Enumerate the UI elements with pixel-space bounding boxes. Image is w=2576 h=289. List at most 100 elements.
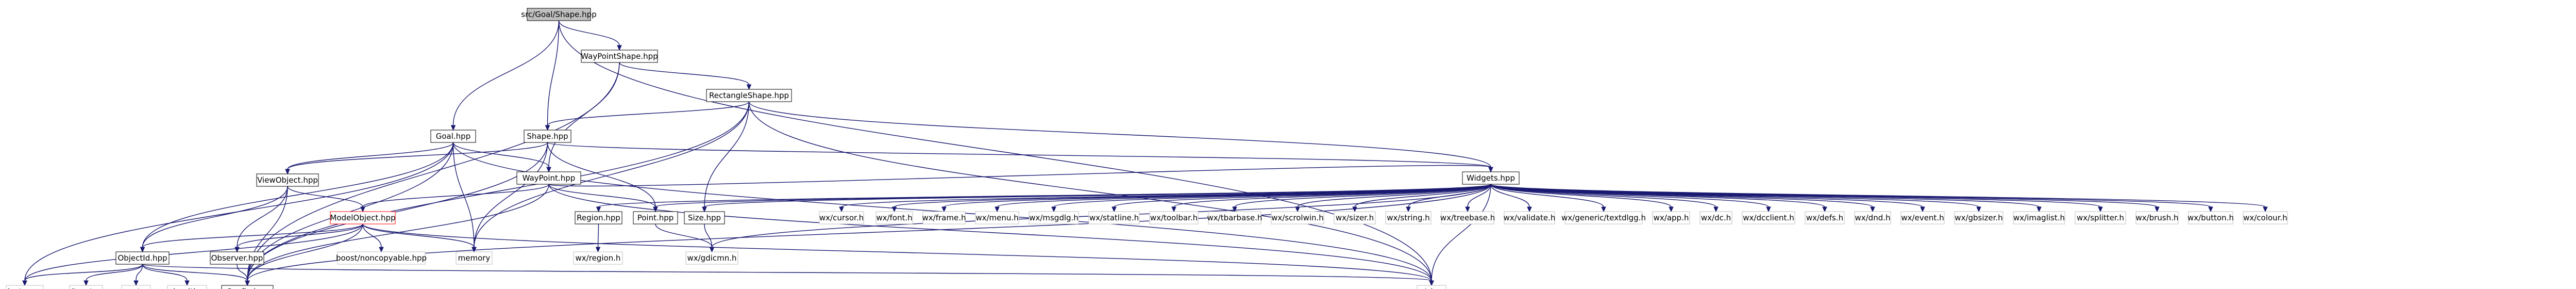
node-label-widgets: Widgets.hpp [1467, 173, 1515, 183]
node-wxvalidate[interactable]: wx/validate.h [1504, 211, 1556, 224]
node-algorithm[interactable]: algorithm [167, 285, 207, 289]
node-shape[interactable]: Shape.hpp [524, 130, 571, 143]
node-wxfont[interactable]: wx/font.h [875, 211, 913, 224]
arrowhead-shape-to-viewobject [285, 169, 290, 175]
node-box-region [575, 211, 622, 224]
node-iostream[interactable]: iostream [6, 285, 44, 289]
arrowhead-widgets-to-wxgdicmn [709, 247, 715, 253]
arrowhead-objectid-to-algorithm [184, 280, 190, 286]
node-label-observer: Observer.hpp [211, 253, 263, 263]
node-wxdefs[interactable]: wx/defs.h [1805, 211, 1845, 224]
edges-layer [22, 20, 2268, 286]
arrowhead-widgets-to-wxfont [891, 206, 897, 213]
node-wxscrolwin[interactable]: wx/scrolwin.h [1271, 211, 1324, 224]
node-wxsplitter[interactable]: wx/splitter.h [2075, 211, 2126, 224]
node-box-wxtreebase [1441, 211, 1494, 224]
edge-waypoint-to-string [548, 184, 1432, 281]
node-wxbrush[interactable]: wx/brush.h [2135, 211, 2179, 224]
node-label-wxbrush: wx/brush.h [2136, 213, 2179, 222]
node-boost[interactable]: boost/noncopyable.hpp [336, 251, 427, 265]
node-widgets[interactable]: Widgets.hpp [1462, 171, 1520, 185]
node-iterator[interactable]: iterator [69, 285, 103, 289]
node-box-wxbrush [2135, 211, 2179, 224]
node-memory[interactable]: memory [456, 251, 493, 265]
node-box-wxdnd [1854, 211, 1891, 224]
arrowhead-widgets-to-wxdc [1713, 206, 1719, 213]
node-label-wxfont: wx/font.h [876, 213, 912, 222]
node-box-wxstring [1385, 211, 1432, 224]
edge-modelobject-to-config [247, 223, 363, 281]
node-wxstring[interactable]: wx/string.h [1385, 211, 1432, 224]
node-wxcursor[interactable]: wx/cursor.h [819, 211, 864, 224]
node-wxtreebase[interactable]: wx/treebase.h [1440, 211, 1495, 224]
node-string[interactable]: string [1417, 285, 1446, 289]
node-vector[interactable]: vector [121, 285, 151, 289]
node-size[interactable]: Size.hpp [684, 211, 725, 224]
node-label-wxcursor: wx/cursor.h [819, 213, 864, 222]
node-wxmenu[interactable]: wx/menu.h [975, 211, 1019, 224]
edge-shape-to-widgets [547, 142, 1491, 168]
node-box-modelobject [330, 211, 396, 224]
edge-goal-to-objectid [142, 142, 454, 248]
node-wximaglist[interactable]: wx/imaglist.h [2013, 211, 2065, 224]
node-waypointshape[interactable]: WayPointShape.hpp [581, 50, 658, 63]
node-wxmsgdlg[interactable]: wx/msgdlg.h [1029, 211, 1079, 224]
node-label-wxdc: wx/dc.h [1701, 213, 1731, 222]
node-objectid[interactable]: ObjectId.hpp [115, 251, 170, 265]
node-box-objectid [115, 251, 170, 265]
node-wxdc[interactable]: wx/dc.h [1699, 211, 1732, 224]
node-observer[interactable]: Observer.hpp [210, 251, 264, 265]
arrowhead-widgets-to-wxdcclient [1766, 206, 1771, 213]
edge-modelobject-to-memory [362, 223, 475, 248]
node-point[interactable]: Point.hpp [633, 211, 678, 224]
edge-root-to-string [558, 20, 1432, 281]
node-modelobject[interactable]: ModelObject.hpp [330, 211, 396, 224]
node-wxtbarbase[interactable]: wx/tbarbase.h [1207, 211, 1262, 224]
node-waypoint[interactable]: WayPoint.hpp [516, 171, 581, 185]
edge-widgets-to-wxdcclient [1490, 184, 1769, 207]
arrowhead-widgets-to-wxbrush [2154, 206, 2160, 213]
node-label-wxevent: wx/event.h [1901, 213, 1944, 222]
edge-root-to-shape [547, 20, 560, 126]
node-wxgdicmn[interactable]: wx/gdicmn.h [685, 251, 738, 265]
node-label-wxdnd: wx/dnd.h [1855, 213, 1890, 222]
node-wxtextdlg[interactable]: wx/generic/textdlgg.h [1561, 211, 1646, 224]
edge-objectid-to-iostream [24, 264, 143, 281]
node-goal[interactable]: Goal.hpp [430, 130, 476, 143]
node-box-iterator [69, 285, 103, 289]
node-wxcolour[interactable]: wx/colour.h [2243, 211, 2288, 224]
node-wxevent[interactable]: wx/event.h [1900, 211, 1945, 224]
node-wxregion[interactable]: wx/region.h [573, 251, 623, 265]
edge-widgets-to-wxtreebase [1467, 184, 1491, 207]
node-wxgbsizer[interactable]: wx/gbsizer.h [1954, 211, 2003, 224]
node-label-wxframe: wx/frame.h [922, 213, 966, 222]
node-label-wxbutton: wx/button.h [2187, 213, 2234, 222]
node-wxdcclient[interactable]: wx/dcclient.h [1742, 211, 1795, 224]
node-label-wxregion: wx/region.h [576, 253, 621, 263]
node-label-wximaglist: wx/imaglist.h [2013, 213, 2065, 222]
edge-viewobject-to-config [247, 186, 288, 281]
arrowhead-widgets-to-region [596, 206, 601, 213]
node-box-wxsplitter [2075, 211, 2126, 224]
node-wxframe[interactable]: wx/frame.h [922, 211, 966, 224]
node-label-objectid: ObjectId.hpp [117, 253, 167, 263]
node-label-wxscrolwin: wx/scrolwin.h [1271, 213, 1324, 222]
edge-point-to-wxgdicmn [655, 223, 713, 248]
node-wxapp[interactable]: wx/app.h [1652, 211, 1690, 224]
node-label-iostream: iostream [8, 287, 42, 289]
node-config[interactable]: Config.hpp [221, 285, 274, 289]
node-wxsizer[interactable]: wx/sizer.h [1334, 211, 1376, 224]
node-wxdnd[interactable]: wx/dnd.h [1854, 211, 1891, 224]
node-wxbutton[interactable]: wx/button.h [2187, 211, 2234, 224]
arrowhead-waypoint-to-widgets [1488, 167, 1493, 173]
node-box-wxtbarbase [1208, 211, 1261, 224]
node-wxstatline[interactable]: wx/statline.h [1088, 211, 1140, 224]
node-root[interactable]: src/Goal/Shape.hpp [521, 8, 597, 21]
arrowhead-widgets-to-wximaglist [2036, 206, 2042, 213]
node-region[interactable]: Region.hpp [575, 211, 622, 224]
node-box-wxbutton [2188, 211, 2233, 224]
node-viewobject[interactable]: ViewObject.hpp [256, 173, 319, 187]
node-label-wxgbsizer: wx/gbsizer.h [1955, 213, 2002, 222]
node-rectangleshape[interactable]: RectangleShape.hpp [706, 89, 792, 102]
node-wxtoolbar[interactable]: wx/toolbar.h [1149, 211, 1199, 224]
